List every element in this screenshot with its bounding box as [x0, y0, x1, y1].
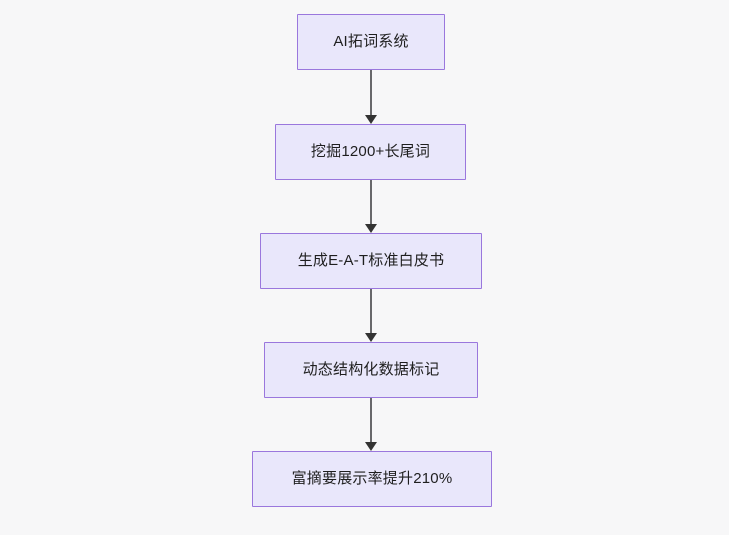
- arrowhead-down-icon: [365, 224, 377, 233]
- flow-node-dynamic-structured-data-markup[interactable]: 动态结构化数据标记: [264, 342, 478, 398]
- flow-node-mine-longtail-keywords[interactable]: 挖掘1200+长尾词: [275, 124, 466, 180]
- flow-node-ai-keyword-system[interactable]: AI拓词系统: [297, 14, 445, 70]
- flow-node-label: 挖掘1200+长尾词: [310, 143, 431, 160]
- flow-node-label: 富摘要展示率提升210%: [291, 470, 453, 487]
- flow-arrow-4: [365, 398, 377, 451]
- flow-arrow-line: [370, 180, 372, 224]
- flow-node-label: 生成E-A-T标准白皮书: [297, 252, 445, 269]
- flow-node-label: AI拓词系统: [333, 33, 409, 50]
- flow-node-generate-eat-whitepaper[interactable]: 生成E-A-T标准白皮书: [260, 233, 482, 289]
- arrowhead-down-icon: [365, 442, 377, 451]
- flow-arrow-2: [365, 180, 377, 233]
- flow-arrow-3: [365, 289, 377, 342]
- flow-arrow-line: [370, 70, 372, 115]
- arrowhead-down-icon: [365, 333, 377, 342]
- flow-node-rich-snippet-impression-lift[interactable]: 富摘要展示率提升210%: [252, 451, 492, 507]
- flow-arrow-line: [370, 289, 372, 333]
- arrowhead-down-icon: [365, 115, 377, 124]
- flow-node-label: 动态结构化数据标记: [302, 361, 440, 378]
- flow-arrow-line: [370, 398, 372, 442]
- flow-arrow-1: [365, 70, 377, 124]
